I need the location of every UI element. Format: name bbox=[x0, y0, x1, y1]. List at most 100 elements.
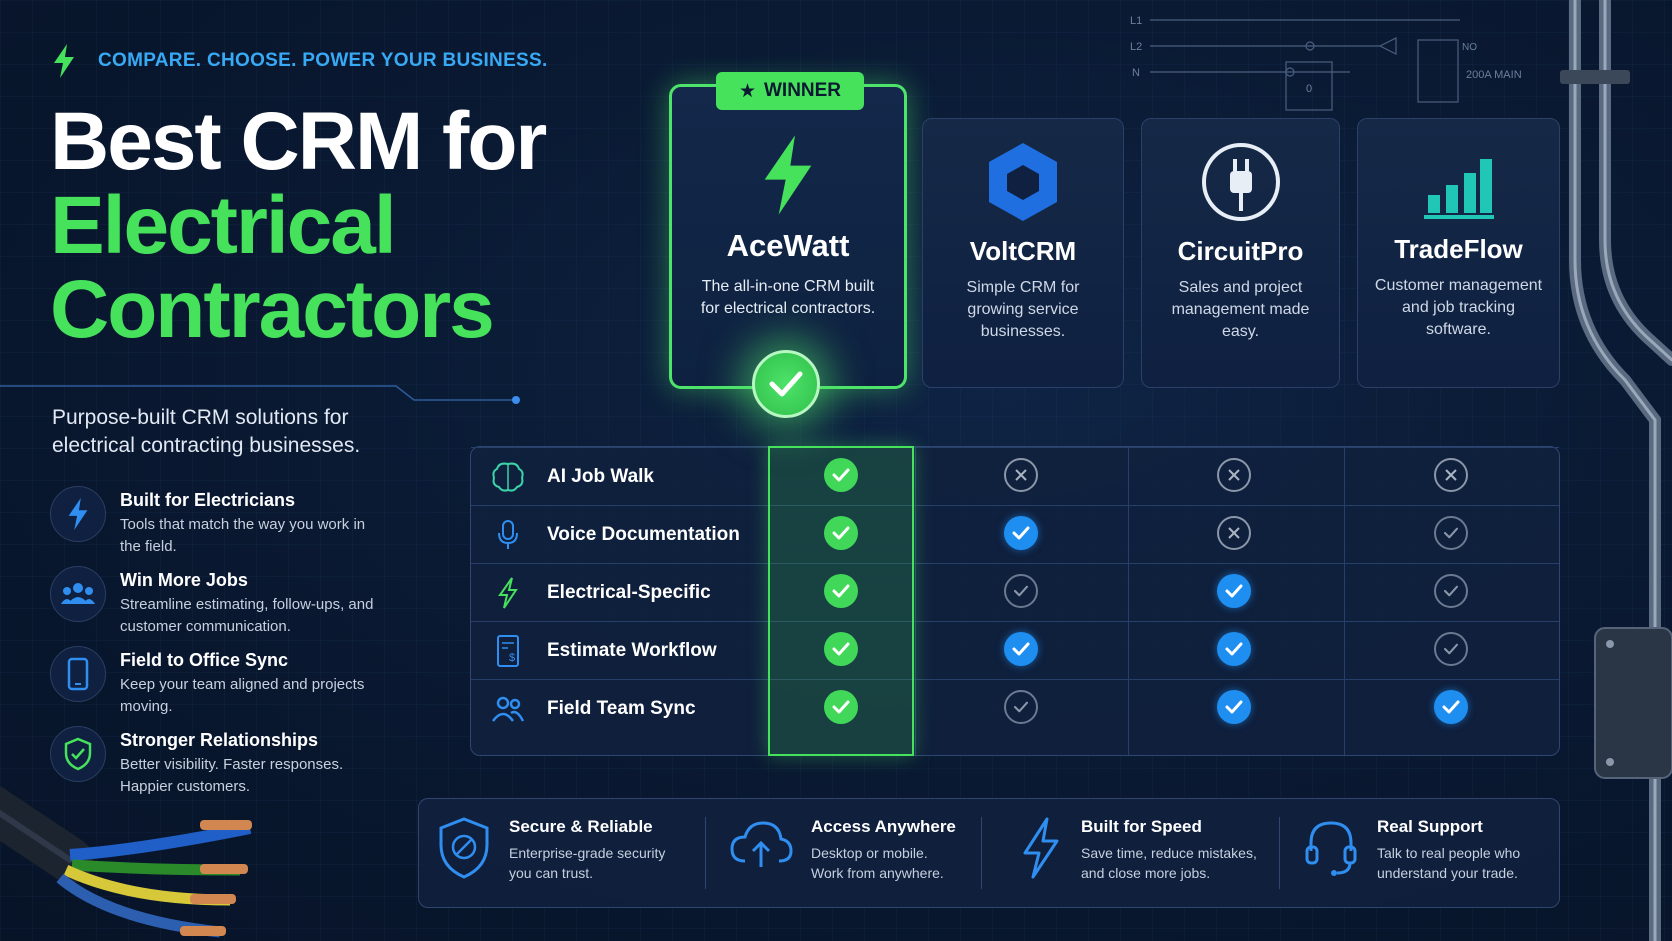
shield-check-icon bbox=[64, 737, 92, 771]
check-icon bbox=[1434, 632, 1468, 666]
feature-title: Win More Jobs bbox=[120, 570, 248, 590]
feature-title: Field to Office Sync bbox=[120, 650, 289, 670]
svg-text:$: $ bbox=[509, 652, 515, 664]
cross-icon bbox=[1217, 458, 1251, 492]
benefit-divider bbox=[1279, 817, 1280, 889]
bolt-icon bbox=[498, 577, 518, 609]
row-label: Voice Documentation bbox=[491, 506, 740, 564]
check-icon bbox=[824, 516, 858, 550]
feature-desc: Better visibility. Faster responses. Hap… bbox=[120, 756, 344, 795]
benefit-desc: Save time, reduce mistakes, and close mo… bbox=[1081, 845, 1257, 881]
row-label: Field Team Sync bbox=[491, 680, 696, 738]
tagline: COMPARE. CHOOSE. POWER YOUR BUSINESS. bbox=[52, 44, 548, 78]
winner-check-icon bbox=[752, 350, 820, 418]
check-icon bbox=[1217, 632, 1251, 666]
benefit-title: Access Anywhere bbox=[811, 817, 956, 836]
benefit-title: Built for Speed bbox=[1081, 817, 1202, 836]
row-label-text: Estimate Workflow bbox=[547, 640, 717, 661]
check-icon bbox=[1434, 574, 1468, 608]
title-line-2: Electrical bbox=[50, 180, 397, 271]
schematic-label-l1: L1 bbox=[1130, 15, 1142, 27]
check-icon bbox=[824, 632, 858, 666]
benefit-item: Secure & Reliable Enterprise-grade secur… bbox=[437, 817, 679, 883]
feature-title: Stronger Relationships bbox=[120, 730, 319, 750]
conduit-decoration bbox=[1560, 0, 1672, 941]
bolt-icon bbox=[1023, 817, 1059, 879]
feature-desc: Keep your team aligned and projects movi… bbox=[120, 676, 365, 715]
check-icon bbox=[1004, 516, 1038, 550]
schematic-label-n: N bbox=[1132, 67, 1140, 79]
feature-icon-wrap bbox=[50, 486, 106, 542]
page-title: Best CRM for Electrical Contractors bbox=[50, 96, 547, 355]
column-divider bbox=[1128, 447, 1129, 755]
bolt-icon bbox=[764, 135, 812, 215]
benefit-divider bbox=[981, 817, 982, 889]
benefit-desc: Enterprise-grade security you can trust. bbox=[509, 845, 666, 881]
plug-icon bbox=[1201, 143, 1280, 221]
benefit-desc: Desktop or mobile. Work from anywhere. bbox=[811, 845, 944, 881]
product-card-tradeflow[interactable]: TradeFlow Customer management and job tr… bbox=[1357, 118, 1560, 388]
feature-icon-wrap bbox=[50, 726, 106, 782]
benefit-title: Secure & Reliable bbox=[509, 817, 653, 836]
row-label-text: Electrical-Specific bbox=[547, 582, 711, 603]
winner-badge: ★ WINNER bbox=[716, 72, 864, 110]
feature-title: Built for Electricians bbox=[120, 490, 296, 510]
tagline-text: COMPARE. CHOOSE. POWER YOUR BUSINESS. bbox=[98, 50, 548, 71]
bolt-icon bbox=[68, 498, 88, 530]
schematic-decoration: L1 L2 N 0 NO 200A MAIN bbox=[1130, 15, 1522, 111]
feature-desc: Streamline estimating, follow-ups, and c… bbox=[120, 596, 374, 635]
winner-card[interactable]: AceWatt The all-in-one CRM built for ele… bbox=[669, 84, 907, 389]
row-label-text: Voice Documentation bbox=[547, 524, 740, 545]
cross-icon bbox=[1004, 458, 1038, 492]
check-icon bbox=[824, 574, 858, 608]
phone-icon bbox=[67, 657, 89, 691]
feature-item: Stronger Relationships Better visibility… bbox=[50, 726, 390, 806]
benefit-item: Real Support Talk to real people who und… bbox=[1303, 817, 1552, 883]
benefit-title: Real Support bbox=[1377, 817, 1483, 836]
shield-icon bbox=[439, 817, 489, 879]
benefit-divider bbox=[705, 817, 706, 889]
schematic-label-zero: 0 bbox=[1306, 83, 1312, 95]
column-divider bbox=[1344, 447, 1345, 755]
row-label-text: Field Team Sync bbox=[547, 698, 696, 719]
microphone-icon bbox=[498, 520, 518, 549]
feature-list: Built for Electricians Tools that match … bbox=[50, 486, 390, 806]
schematic-label-main: 200A MAIN bbox=[1466, 69, 1522, 81]
title-line-1: Best CRM for bbox=[50, 96, 547, 187]
cloud-upload-icon bbox=[730, 821, 793, 867]
feature-icon-wrap bbox=[50, 646, 106, 702]
table-row: Field Team Sync bbox=[471, 679, 1559, 737]
headset-icon bbox=[1305, 821, 1357, 876]
feature-item: Built for Electricians Tools that match … bbox=[50, 486, 390, 566]
star-icon: ★ bbox=[738, 80, 756, 102]
table-row: Voice Documentation bbox=[471, 505, 1559, 563]
row-label: $ Estimate Workflow bbox=[491, 622, 717, 680]
check-icon bbox=[824, 458, 858, 492]
check-icon bbox=[1217, 690, 1251, 724]
feature-item: Field to Office Sync Keep your team alig… bbox=[50, 646, 390, 726]
title-line-3: Contractors bbox=[50, 264, 495, 355]
check-icon bbox=[1434, 690, 1468, 724]
schematic-label-l2: L2 bbox=[1130, 41, 1142, 53]
hexagon-icon bbox=[989, 143, 1057, 221]
table-row: $ Estimate Workflow bbox=[471, 621, 1559, 679]
estimate-document-icon: $ bbox=[497, 635, 519, 667]
product-card-voltcrm[interactable]: VoltCRM Simple CRM for growing service b… bbox=[922, 118, 1124, 388]
check-icon bbox=[1217, 574, 1251, 608]
product-name: VoltCRM bbox=[969, 236, 1077, 266]
product-name: CircuitPro bbox=[1177, 236, 1304, 266]
product-card-circuitpro[interactable]: CircuitPro Sales and project management … bbox=[1141, 118, 1340, 388]
check-icon bbox=[1004, 574, 1038, 608]
users-icon bbox=[61, 583, 95, 604]
row-label: Electrical-Specific bbox=[491, 564, 711, 622]
product-name: TradeFlow bbox=[1394, 234, 1523, 264]
row-label-text: AI Job Walk bbox=[547, 466, 654, 487]
benefits-bar: Secure & Reliable Enterprise-grade secur… bbox=[418, 798, 1560, 908]
benefit-desc: Talk to real people who understand your … bbox=[1377, 845, 1521, 881]
benefit-item: Access Anywhere Desktop or mobile. Work … bbox=[729, 817, 961, 883]
feature-icon-wrap bbox=[50, 566, 106, 622]
cross-icon bbox=[1217, 516, 1251, 550]
schematic-label-no: NO bbox=[1462, 42, 1477, 53]
winner-name: AceWatt bbox=[726, 228, 850, 263]
bolt-icon bbox=[54, 44, 74, 78]
